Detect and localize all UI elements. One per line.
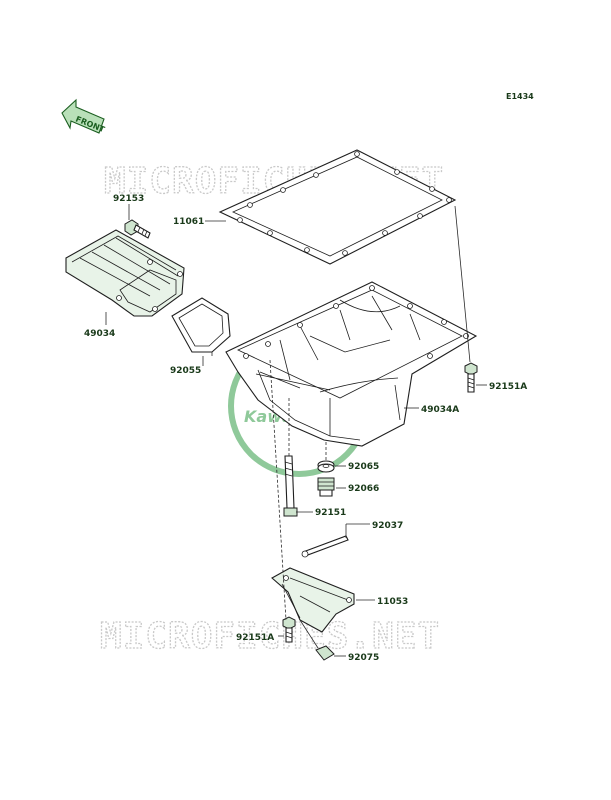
callout-92151a-top: 92151A [489,382,527,392]
watermark-bottom: MICROFICHES.NET [100,616,440,657]
callout-49034a: 49034A [421,405,459,415]
bolt-92151a-top [464,362,478,393]
callout-11053: 11053 [377,597,408,607]
drawing-id: E1434 [506,92,534,101]
leader-lines [105,204,487,657]
bracket-11053 [271,567,355,633]
bolt-92151 [283,455,298,517]
callout-92153: 92153 [113,194,144,204]
callout-49034: 49034 [84,329,115,339]
oil-pan [225,281,478,447]
callout-92065: 92065 [348,462,379,472]
grommet-92075 [315,645,335,661]
clamp-92037 [301,535,349,558]
front-arrow-icon: FRONT [61,98,106,135]
callout-92151: 92151 [315,508,346,518]
bolt-92153 [124,219,151,239]
callout-92151a-bottom: 92151A [236,633,274,643]
drain-plug-92066 [317,477,335,497]
callout-92075: 92075 [348,653,379,663]
oil-pan-gasket [218,149,457,265]
callout-11061: 11061 [173,217,204,227]
callout-92055: 92055 [170,366,201,376]
callout-92066: 92066 [348,484,379,494]
cover-gasket [171,297,231,353]
callout-92037: 92037 [372,521,403,531]
oil-pan-cover [65,229,185,317]
washer-92065 [317,460,335,473]
